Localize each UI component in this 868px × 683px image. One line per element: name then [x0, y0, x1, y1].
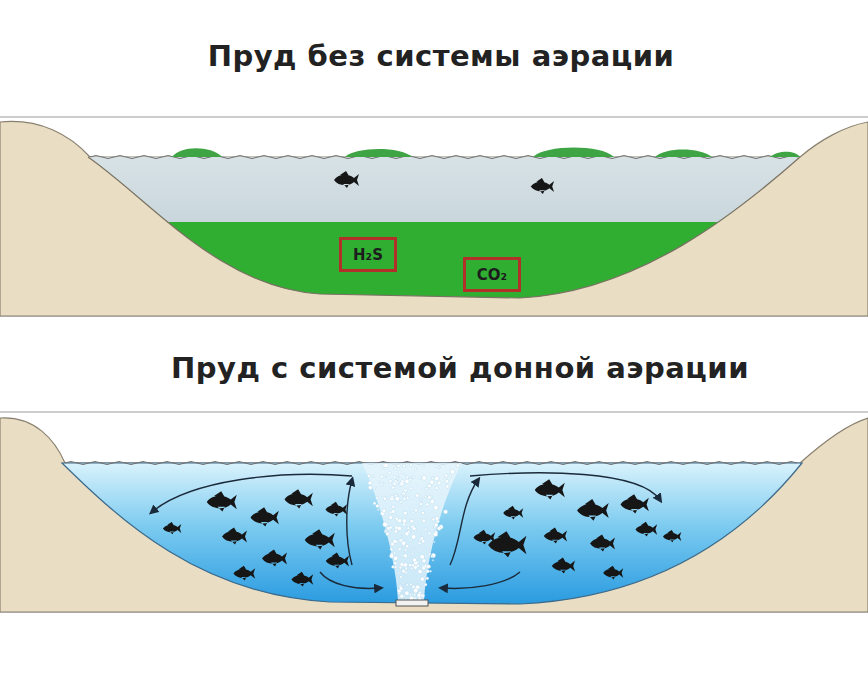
gas-formula: H₂S: [353, 246, 383, 264]
section-heading: Пруд с системой донной аэрации: [171, 351, 749, 385]
gas-formula: CO₂: [477, 266, 507, 284]
section-heading: Пруд без системы аэрации: [208, 39, 675, 73]
gas-box: H₂S: [339, 237, 397, 272]
gas-box: CO₂: [463, 257, 521, 292]
